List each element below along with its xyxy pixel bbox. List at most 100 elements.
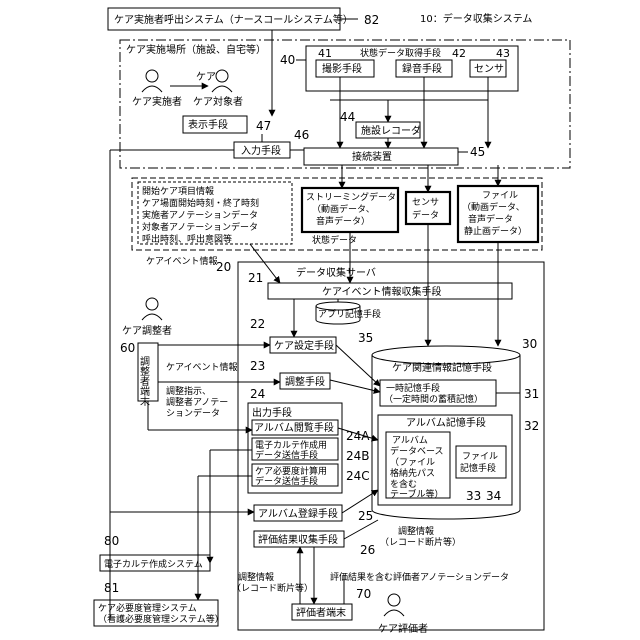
ref-24: 24 [250, 387, 265, 401]
adj-info-2-line-2: （レコード断片等） [232, 582, 313, 594]
ref-20: 20 [216, 260, 231, 274]
coordinator-label: ケア調整者 [122, 324, 172, 337]
nursing-line-2: データ送信手段 [255, 475, 318, 487]
event-collection-label: ケアイベント情報収集手段 [322, 285, 442, 298]
care-event-info-2-label: ケアイベント情報 [166, 361, 238, 373]
coordinator-person-icon [142, 298, 162, 320]
care-item-line-5: 呼出時刻、呼出意図等 [142, 233, 232, 245]
care-item-line-3: 実施者アノテーションデータ [142, 209, 258, 221]
ehr-line-1: 電子カルテ作成用 [255, 439, 327, 451]
care-target-label: ケア対象者 [193, 95, 243, 108]
ref-41: 41 [318, 47, 332, 60]
output-label: 出力手段 [252, 406, 292, 419]
temp-line-2: （一定時間の蓄積記憶） [384, 393, 483, 405]
state-acquisition-label: 状態データ取得手段 [360, 47, 441, 59]
nursing-line-1: ケア必要度計算用 [255, 465, 327, 477]
adj-info-line-1: 調整情報 [398, 525, 434, 537]
album-storage-label: アルバム記憶手段 [406, 416, 486, 429]
coordinator-terminal-label: 調整者端末 [138, 355, 150, 407]
album-db-line-1: アルバム [392, 435, 428, 446]
file-storage-line-2: 記憶手段 [460, 462, 496, 474]
camera-label: 撮影手段 [322, 62, 362, 75]
album-registration-label: アルバム登録手段 [258, 507, 338, 520]
album-db-line-4: 格納先パス [390, 467, 435, 479]
ref-80: 80 [104, 534, 119, 548]
ref-31: 31 [524, 387, 539, 401]
album-db-line-6: テーブル等） [390, 488, 443, 500]
ref-44: 44 [340, 110, 355, 124]
ref-24C: 24C [346, 469, 370, 483]
streaming-line-3: 音声データ） [316, 215, 370, 227]
ref-21: 21 [248, 271, 263, 285]
ref-25: 25 [358, 509, 373, 523]
ehr-system-label: 電子カルテ作成システム [104, 558, 203, 570]
ref-46: 46 [294, 128, 309, 142]
care-item-line-2: ケア場面開始時刻・終了時刻 [142, 197, 259, 209]
input-label: 入力手段 [241, 144, 281, 157]
care-item-line-4: 対象者アノテーションデータ [142, 221, 258, 233]
adjust-info-line-3: ションデータ [166, 407, 220, 419]
recorder-label: 録音手段 [402, 62, 442, 75]
app-storage-label: アプリ記憶手段 [318, 308, 381, 320]
server-label: データ収集サーバ [296, 266, 376, 279]
ref-24B: 24B [346, 449, 370, 463]
facility-recorder-label: 施設レコーダ [361, 124, 421, 137]
ref-33: 33 [466, 489, 481, 503]
care-label: ケア [196, 71, 216, 83]
file-line-4: 静止画データ） [464, 225, 527, 237]
adj-info-line-2: （レコード断片等） [380, 536, 461, 548]
file-line-3: 音声データ [468, 213, 513, 225]
ref-35: 35 [358, 331, 373, 345]
evaluator-terminal-label: 評価者端末 [296, 606, 346, 619]
care-storage-label: ケア関連情報記憶手段 [392, 361, 492, 374]
care-item-line-1: 開始ケア項目情報 [142, 185, 214, 197]
caregiver-label: ケア実施者 [132, 95, 182, 108]
ref-82: 82 [364, 13, 379, 27]
ref-43: 43 [496, 47, 510, 60]
sensor-data-line-2: データ [412, 209, 439, 221]
ref-23: 23 [250, 359, 265, 373]
care-place-label: ケア実施場所（施設、自宅等） [126, 43, 266, 56]
nursing-system-line-2: （看護必要度管理システム等） [98, 613, 224, 625]
file-storage-line-1: ファイル [462, 452, 498, 462]
album-db-line-3: （ファイル [390, 457, 435, 468]
ref-81: 81 [104, 581, 119, 595]
ref-45: 45 [470, 145, 485, 159]
nurse-call-system-label: ケア実施者呼出システム（ナースコールシステム等） [114, 13, 353, 26]
album-db-line-5: を含む [390, 478, 417, 490]
ref-32: 32 [524, 419, 539, 433]
ref-40: 40 [280, 53, 295, 67]
display-label: 表示手段 [188, 118, 228, 131]
eval-annotation-label: 評価結果を含む評価者アノテーションデータ [330, 571, 509, 583]
ref-34: 34 [486, 489, 501, 503]
sensor-label: センサ [474, 63, 504, 75]
adjust-label: 調整手段 [285, 375, 325, 388]
file-line-2: （動画データ、 [462, 201, 525, 213]
system-title: 10：データ収集システム [420, 12, 532, 25]
sensor-data-line-1: センサ [412, 197, 439, 208]
ref-22: 22 [250, 317, 265, 331]
eval-collection-label: 評価結果収集手段 [258, 533, 338, 546]
streaming-line-1: ストリーミングデータ [306, 191, 396, 203]
ref-30: 30 [522, 337, 537, 351]
album-view-label: アルバム閲覧手段 [254, 421, 334, 434]
evaluator-label: ケア評価者 [378, 622, 428, 635]
ref-47: 47 [256, 119, 271, 133]
ref-42: 42 [452, 47, 466, 60]
ref-26: 26 [360, 543, 375, 557]
adj-info-2-line-1: 調整情報 [238, 571, 274, 583]
ehr-line-2: データ送信手段 [255, 449, 318, 461]
temp-line-1: 一時記憶手段 [386, 382, 440, 394]
nursing-system-line-1: ケア必要度管理システム [98, 602, 197, 614]
streaming-line-2: （動画データ、 [312, 203, 375, 215]
care-event-info-label: ケアイベント情報 [146, 255, 218, 267]
connector-label: 接続装置 [352, 150, 392, 163]
adjust-info-line-1: 調整指示、 [166, 385, 211, 397]
album-db-line-2: データベース [390, 445, 444, 457]
care-setting-label: ケア設定手段 [274, 339, 334, 352]
adjust-info-line-2: 調整者アノテー [166, 396, 228, 408]
file-line-1: ファイル [482, 191, 518, 201]
ref-70: 70 [356, 587, 371, 601]
caregiver-person-icon [142, 70, 162, 92]
